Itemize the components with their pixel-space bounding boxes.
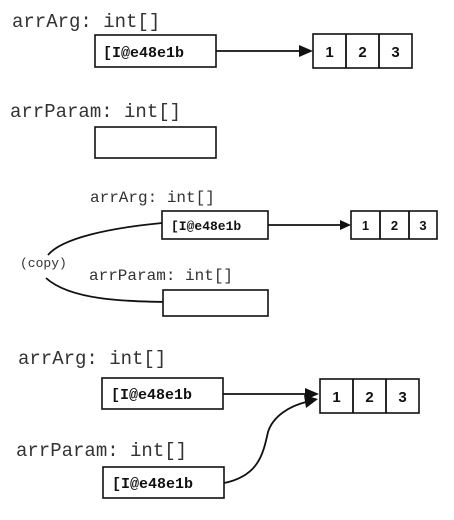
copy-curve-from-arrarg [47, 222, 163, 256]
panel-4-shared: arrArg: int[] [I@e48e1b 1 2 3 arrParam: … [16, 348, 420, 499]
reference-arrowhead [299, 45, 313, 57]
array-cell [350, 210, 438, 240]
array-cell-value: 1 [362, 218, 369, 233]
arr-arg-variable-box [161, 210, 269, 240]
array-cell-value: 1 [325, 44, 333, 61]
copy-label: (copy) [20, 256, 67, 271]
copy-curve-to-arrparam [45, 277, 179, 303]
array-cell-value: 2 [358, 44, 366, 61]
arr-arg-label: arrArg: int[] [12, 11, 160, 33]
arr-param-variable-box [94, 126, 217, 159]
shared-reference-curve [223, 401, 307, 484]
arr-arg-label: arrArg: int[] [18, 348, 166, 370]
arr-param-variable-box [162, 289, 269, 317]
panel-3-copy: arrArg: int[] [I@e48e1b 1 2 3 (copy) arr… [20, 189, 438, 317]
shared-reference-arrowhead [304, 395, 318, 408]
reference-arrowhead [340, 220, 351, 230]
arr-arg-label: arrArg: int[] [90, 189, 215, 207]
arr-arg-reference-value: [I@e48e1b [111, 387, 192, 404]
panel-1-arrarg: arrArg: int[] [I@e48e1b 1 2 3 [12, 11, 413, 69]
int-array-box: 1 2 3 [319, 378, 420, 414]
array-cell-value: 1 [332, 389, 340, 406]
array-cell [319, 378, 420, 414]
array-cell-value: 2 [391, 218, 398, 233]
arr-arg-reference-value: [I@e48e1b [171, 219, 241, 234]
arr-param-reference-value: [I@e48e1b [112, 476, 193, 493]
int-array-box: 1 2 3 [350, 210, 438, 240]
arr-param-label: arrParam: int[] [10, 101, 181, 123]
array-cell-value: 3 [419, 218, 426, 233]
arr-param-label: arrParam: int[] [89, 267, 233, 285]
arr-param-variable-box [102, 466, 225, 499]
array-cell-value: 3 [391, 44, 399, 61]
array-cell-value: 3 [398, 389, 406, 406]
arr-arg-reference-value: [I@e48e1b [103, 45, 184, 62]
arr-arg-variable-box [94, 34, 217, 68]
int-array-box: 1 2 3 [312, 33, 413, 69]
panel-2-arrparam: arrParam: int[] [10, 101, 217, 159]
array-cell-value: 2 [365, 389, 373, 406]
arr-param-label: arrParam: int[] [16, 440, 187, 462]
array-cell [312, 33, 413, 69]
